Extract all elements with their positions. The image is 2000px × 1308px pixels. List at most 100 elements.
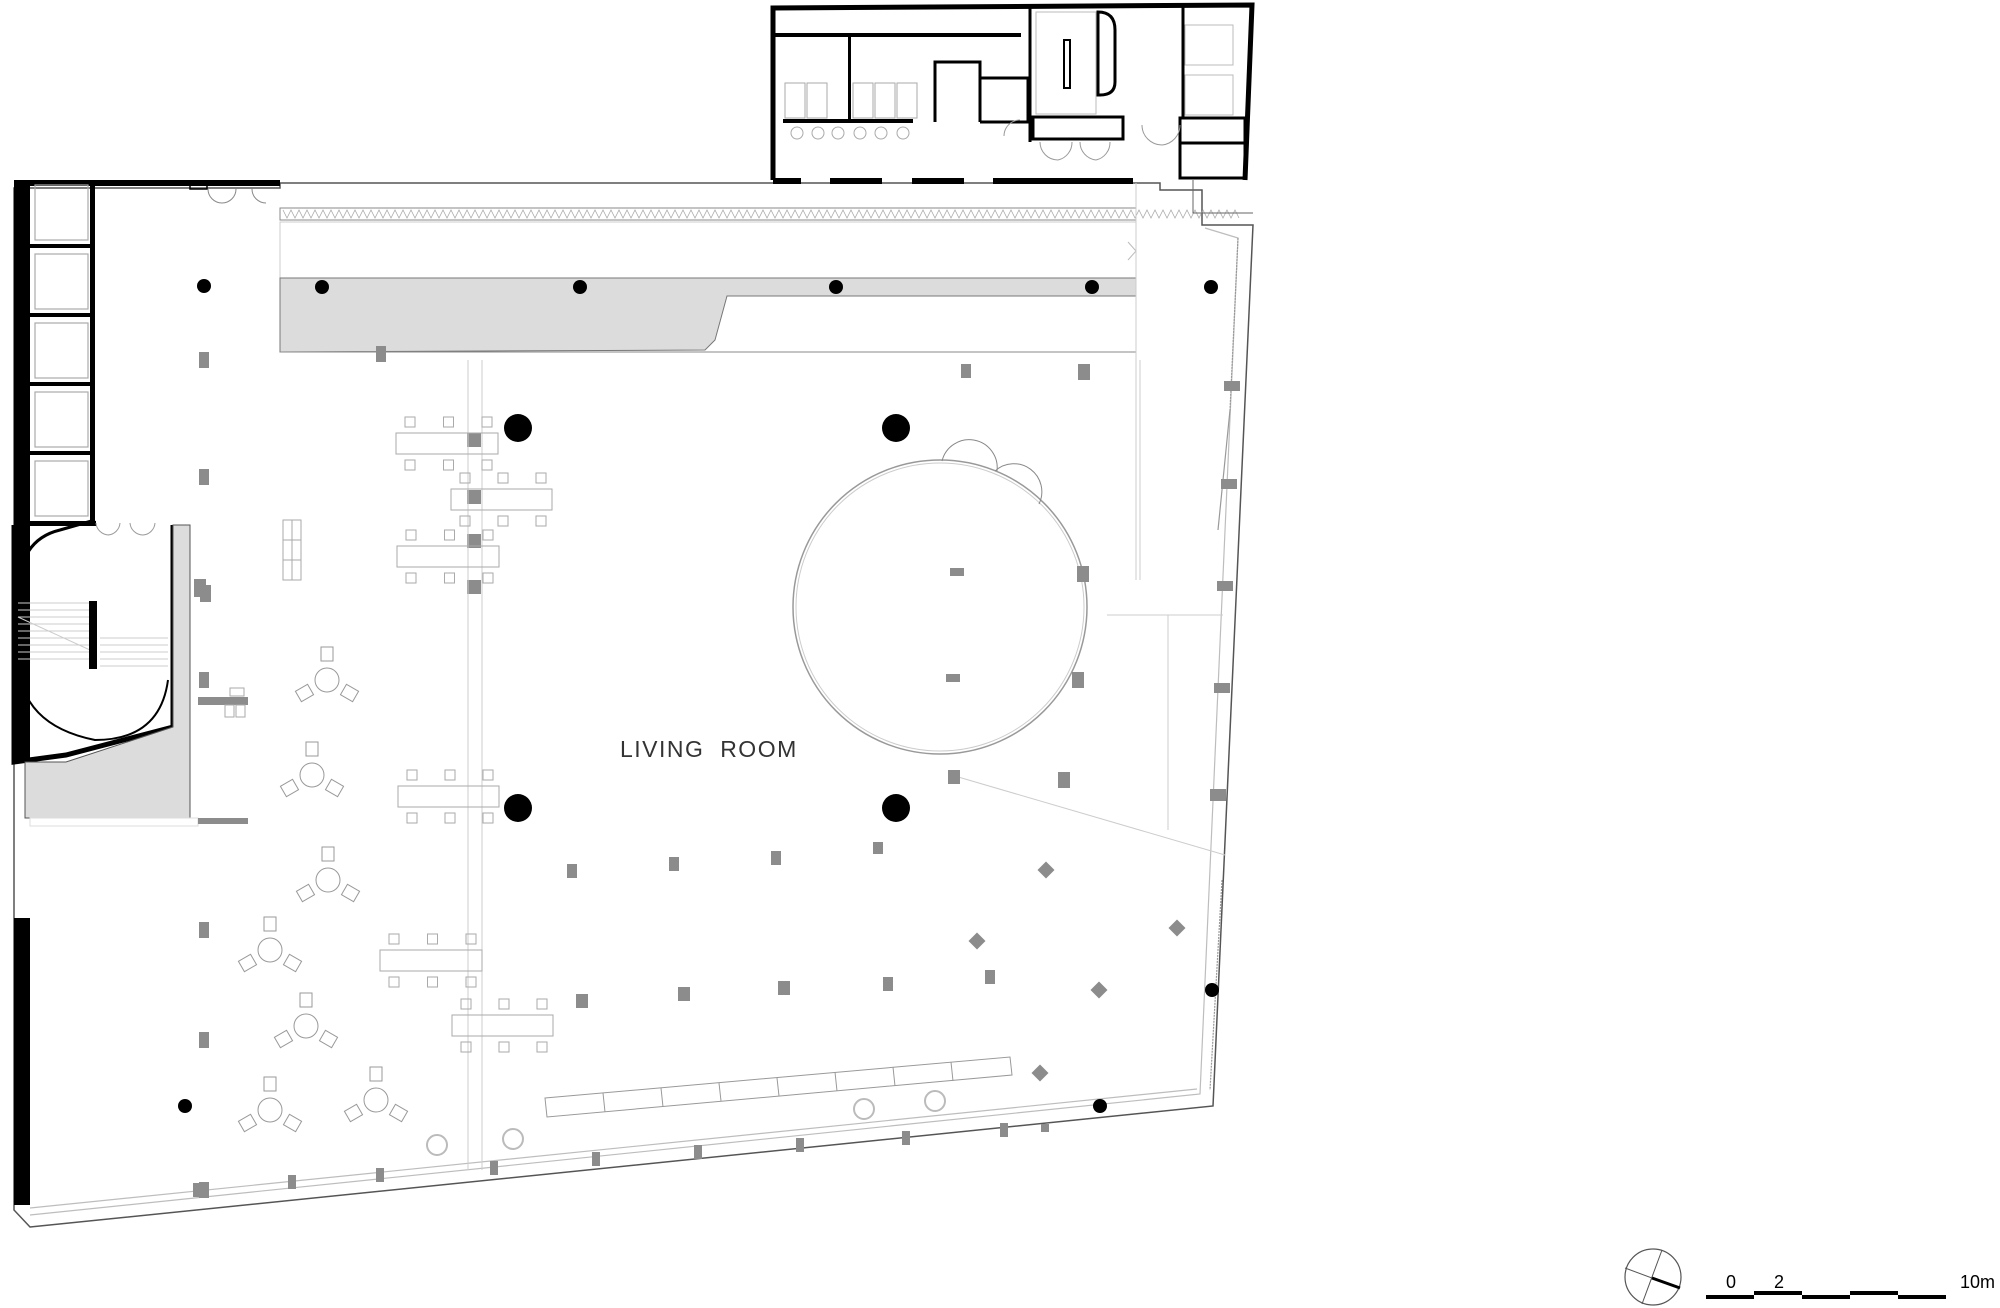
west-lift-bank [34, 184, 89, 517]
pavilion [792, 439, 1088, 755]
stools [426, 1090, 946, 1156]
post [467, 580, 481, 594]
column [1085, 280, 1099, 294]
post [1077, 566, 1089, 582]
post [592, 1152, 600, 1166]
post [1221, 479, 1237, 489]
scale-label-2: 2 [1774, 1272, 1785, 1292]
post [985, 970, 995, 984]
post [1072, 672, 1084, 688]
post [946, 674, 960, 682]
columns-large [504, 414, 910, 822]
column [1093, 1099, 1107, 1113]
post [883, 977, 893, 991]
post [961, 364, 971, 378]
column-large [882, 414, 910, 442]
north-arrow-icon [1624, 1248, 1682, 1306]
post [193, 1183, 203, 1197]
reception-desk [224, 687, 246, 718]
post [778, 981, 790, 995]
column-large [504, 414, 532, 442]
post [376, 1168, 384, 1182]
post [669, 857, 679, 871]
post [567, 864, 577, 878]
post [968, 932, 986, 950]
column-large [882, 794, 910, 822]
post [194, 579, 206, 597]
post [199, 469, 209, 485]
post [199, 1182, 209, 1198]
long-table [450, 472, 553, 527]
round-table [273, 992, 339, 1049]
post [288, 1175, 296, 1189]
north-core [770, 2, 1255, 214]
post [1217, 581, 1233, 591]
post [199, 352, 209, 368]
columns-small [178, 279, 1219, 1113]
partition-lines [947, 614, 1226, 856]
post [1058, 772, 1070, 788]
post [467, 490, 481, 504]
post [490, 1161, 498, 1175]
post [576, 994, 588, 1008]
column [178, 1099, 192, 1113]
scale-label-10m: 10m [1960, 1272, 1996, 1292]
stool [502, 1128, 524, 1150]
round-table [343, 1066, 409, 1123]
round-table [237, 916, 303, 973]
post [1224, 381, 1240, 391]
post [199, 672, 209, 688]
long-table [396, 529, 500, 584]
round-table [295, 846, 361, 903]
west-wall [14, 180, 280, 1205]
post [1168, 919, 1186, 937]
round-tables [237, 646, 409, 1133]
post [796, 1138, 804, 1152]
west-stair-core [11, 518, 176, 765]
scale-label-0: 0 [1726, 1272, 1737, 1292]
post [1214, 683, 1230, 693]
round-table [279, 741, 345, 798]
post [199, 922, 209, 938]
column [829, 280, 843, 294]
post [1031, 1064, 1049, 1082]
post [948, 770, 960, 784]
stool [924, 1090, 946, 1112]
post [1210, 789, 1226, 801]
round-table [237, 1076, 303, 1133]
entrance-doors [189, 180, 267, 204]
long-table [395, 416, 499, 471]
post [678, 987, 690, 1001]
post [873, 842, 883, 854]
post [1037, 861, 1055, 879]
long-bench [544, 1056, 1013, 1118]
column-large [504, 794, 532, 822]
stool [426, 1134, 448, 1156]
inner-facade-line [29, 227, 1239, 1216]
column [573, 280, 587, 294]
post [1090, 981, 1108, 999]
long-table [451, 998, 554, 1053]
long-table [397, 769, 500, 824]
post [902, 1131, 910, 1145]
north-gallery [279, 183, 1240, 580]
post [950, 568, 964, 576]
post [771, 851, 781, 865]
room-label-living-room: LIVING ROOM [620, 736, 798, 762]
structural-posts [193, 346, 1240, 1198]
post [467, 534, 481, 548]
stool [853, 1098, 875, 1120]
post [1078, 364, 1090, 380]
post [1041, 1124, 1049, 1132]
post [376, 346, 386, 362]
post [694, 1145, 702, 1159]
post [1000, 1123, 1008, 1137]
column [1204, 280, 1218, 294]
column [197, 279, 211, 293]
long-tables [379, 416, 554, 1053]
post [199, 1032, 209, 1048]
post [467, 433, 481, 447]
long-table [379, 933, 483, 988]
round-table [294, 646, 360, 703]
